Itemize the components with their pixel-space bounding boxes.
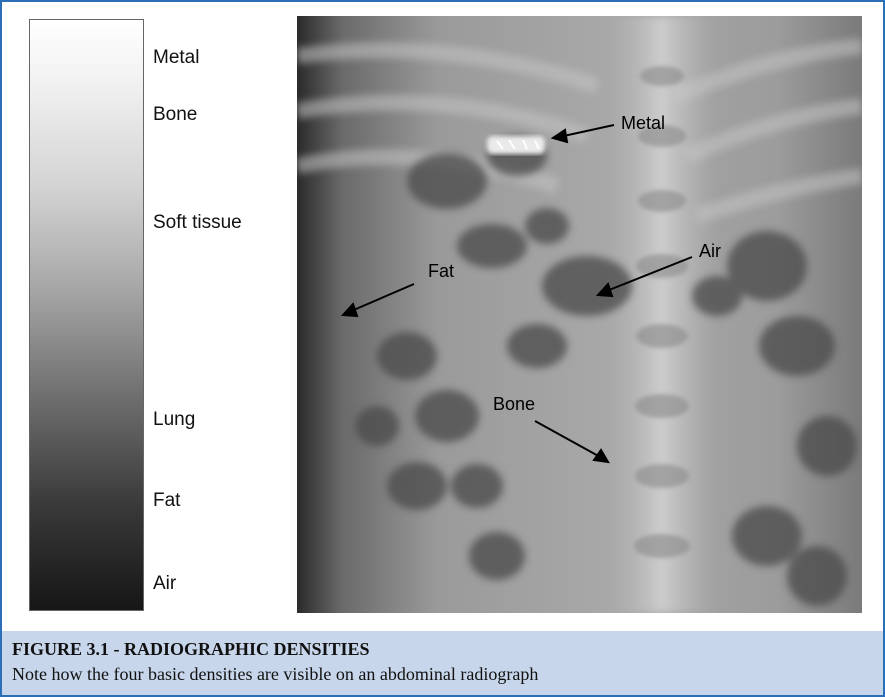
annotation-bone: Bone: [493, 394, 535, 414]
figure-caption: FIGURE 3.1 - RADIOGRAPHIC DENSITIES Note…: [2, 631, 883, 695]
scale-label-lung: Lung: [153, 409, 195, 431]
metal-fragment: [487, 136, 545, 154]
scale-label-metal: Metal: [153, 47, 199, 69]
abdominal-radiograph: Metal Fat Air Bone: [297, 16, 862, 613]
scale-label-bone: Bone: [153, 104, 197, 126]
scale-label-air: Air: [153, 573, 176, 595]
annotation-fat: Fat: [428, 261, 454, 281]
annotation-air: Air: [699, 241, 721, 261]
caption-title: FIGURE 3.1 - RADIOGRAPHIC DENSITIES: [12, 639, 370, 660]
scale-label-fat: Fat: [153, 490, 180, 512]
annotation-metal: Metal: [621, 113, 665, 133]
caption-text: Note how the four basic densities are vi…: [12, 664, 538, 685]
scale-label-soft-tissue: Soft tissue: [153, 212, 242, 234]
spine-column: [607, 16, 717, 613]
density-gradient-bar: [29, 19, 144, 611]
